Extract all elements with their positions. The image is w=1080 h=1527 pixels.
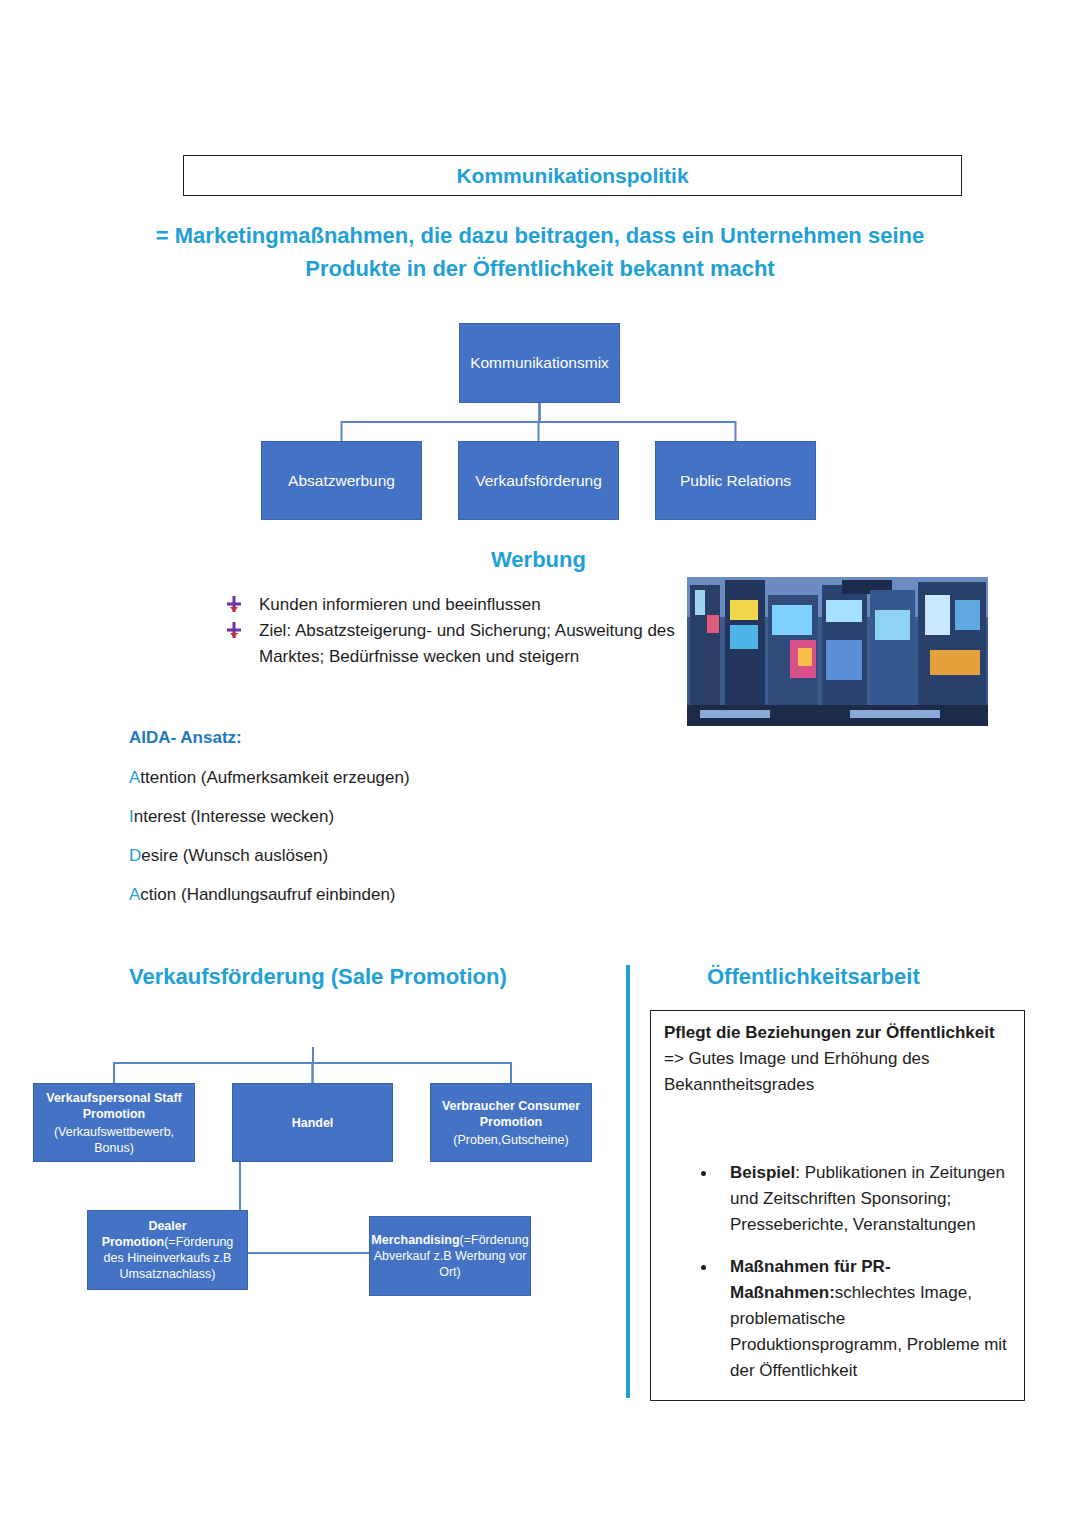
definition-text: = Marketingmaßnahmen, die dazu beitragen… bbox=[130, 219, 950, 285]
column-divider bbox=[628, 965, 629, 1398]
text-group: Beispiel: Publikationen in Zeitungen und… bbox=[664, 1160, 1011, 1238]
text-group: (Verkaufswettbewerb, Bonus) bbox=[37, 1124, 191, 1156]
text-group: => Gutes Image und Erhöhung des Bekannth… bbox=[664, 1046, 1011, 1098]
node-text: Verkaufspersonal Staff Promotion bbox=[46, 1091, 181, 1121]
aida-step: Interest (Interesse wecken) bbox=[129, 804, 334, 830]
node-text: Verkaufsförderung bbox=[475, 472, 602, 489]
text-group: Kommunikationsmix bbox=[470, 354, 609, 372]
text-group: Verkaufspersonal Staff Promotion bbox=[37, 1090, 191, 1122]
connector-line bbox=[248, 1252, 369, 1254]
aida-step: Attention (Aufmerksamkeit erzeugen) bbox=[129, 765, 410, 791]
node-text: => Gutes Image und Erhöhung des Bekannth… bbox=[664, 1049, 930, 1094]
connector-line bbox=[342, 403, 540, 441]
page-title: Kommunikationspolitik bbox=[183, 155, 962, 196]
category-box: Verkaufsförderung bbox=[458, 441, 619, 520]
text-group: Maßnahmen für PR-Maßnahmen:schlechtes Im… bbox=[664, 1254, 1011, 1384]
promotion-box: Verkaufspersonal Staff Promotion (Verkauf… bbox=[33, 1083, 195, 1162]
connector-line bbox=[114, 1063, 313, 1083]
connector-line bbox=[313, 1063, 512, 1083]
text-group: Absatzwerbung bbox=[288, 472, 395, 490]
node-text: (Verkaufswettbewerb, Bonus) bbox=[54, 1125, 174, 1155]
section-heading: Verkaufsförderung (Sale Promotion) bbox=[129, 964, 507, 990]
node-text: Handel bbox=[292, 1116, 334, 1130]
connector-line bbox=[239, 1162, 241, 1210]
section-heading: Werbung bbox=[491, 547, 586, 573]
text-group: Pflegt die Beziehungen zur Öffentlichkei… bbox=[664, 1020, 1011, 1046]
text-group: Merchandising(=Förderung Abverkauf z.B W… bbox=[371, 1232, 528, 1280]
node-text: Pflegt die Beziehungen zur Öffentlichkei… bbox=[664, 1023, 995, 1042]
aida-heading: AIDA- Ansatz: bbox=[129, 728, 242, 748]
node-text: (Proben,Gutscheine) bbox=[453, 1133, 568, 1147]
text-group: Dealer Promotion(=Förderung des Hineinve… bbox=[91, 1218, 244, 1282]
bullet-text: Ziel: Absatzsteigerung- und Sicherung; A… bbox=[259, 618, 684, 670]
bullet-text: Kunden informieren und beeinflussen bbox=[259, 592, 669, 618]
city-photo bbox=[687, 577, 988, 726]
promotion-box: Handel bbox=[232, 1083, 393, 1162]
node-text: Absatzwerbung bbox=[288, 472, 395, 489]
text-group: Public Relations bbox=[680, 472, 791, 490]
node-text: Public Relations bbox=[680, 472, 791, 489]
bullet-icons bbox=[227, 596, 241, 638]
node-text: Verbraucher Consumer Promotion bbox=[442, 1099, 580, 1129]
section-heading: Öffentlichkeitsarbeit bbox=[707, 964, 920, 990]
node-text: Beispiel bbox=[730, 1163, 795, 1182]
text-group: Verbraucher Consumer Promotion bbox=[434, 1098, 588, 1130]
mix-box: Kommunikationsmix bbox=[459, 323, 620, 403]
promotion-box: Merchandising(=Förderung Abverkauf z.B W… bbox=[369, 1216, 531, 1296]
promotion-box: Dealer Promotion(=Förderung des Hineinve… bbox=[87, 1210, 248, 1290]
category-box: Public Relations bbox=[655, 441, 816, 520]
text-group: (Proben,Gutscheine) bbox=[453, 1132, 568, 1148]
aida-step: Action (Handlungsaufruf einbinden) bbox=[129, 882, 396, 908]
junction-stub bbox=[313, 1047, 314, 1064]
node-text: Kommunikationsmix bbox=[470, 354, 609, 371]
text-group: Verkaufsförderung bbox=[475, 472, 602, 490]
node-text: Merchandising bbox=[371, 1233, 459, 1247]
info-panel: Pflegt die Beziehungen zur Öffentlichkei… bbox=[650, 1010, 1025, 1401]
category-box: Absatzwerbung bbox=[261, 441, 422, 520]
promotion-box: Verbraucher Consumer Promotion (Proben,Gu… bbox=[430, 1083, 592, 1162]
aida-step: Desire (Wunsch auslösen) bbox=[129, 843, 328, 869]
text-group: Handel bbox=[292, 1115, 334, 1131]
connector-line bbox=[540, 403, 736, 441]
